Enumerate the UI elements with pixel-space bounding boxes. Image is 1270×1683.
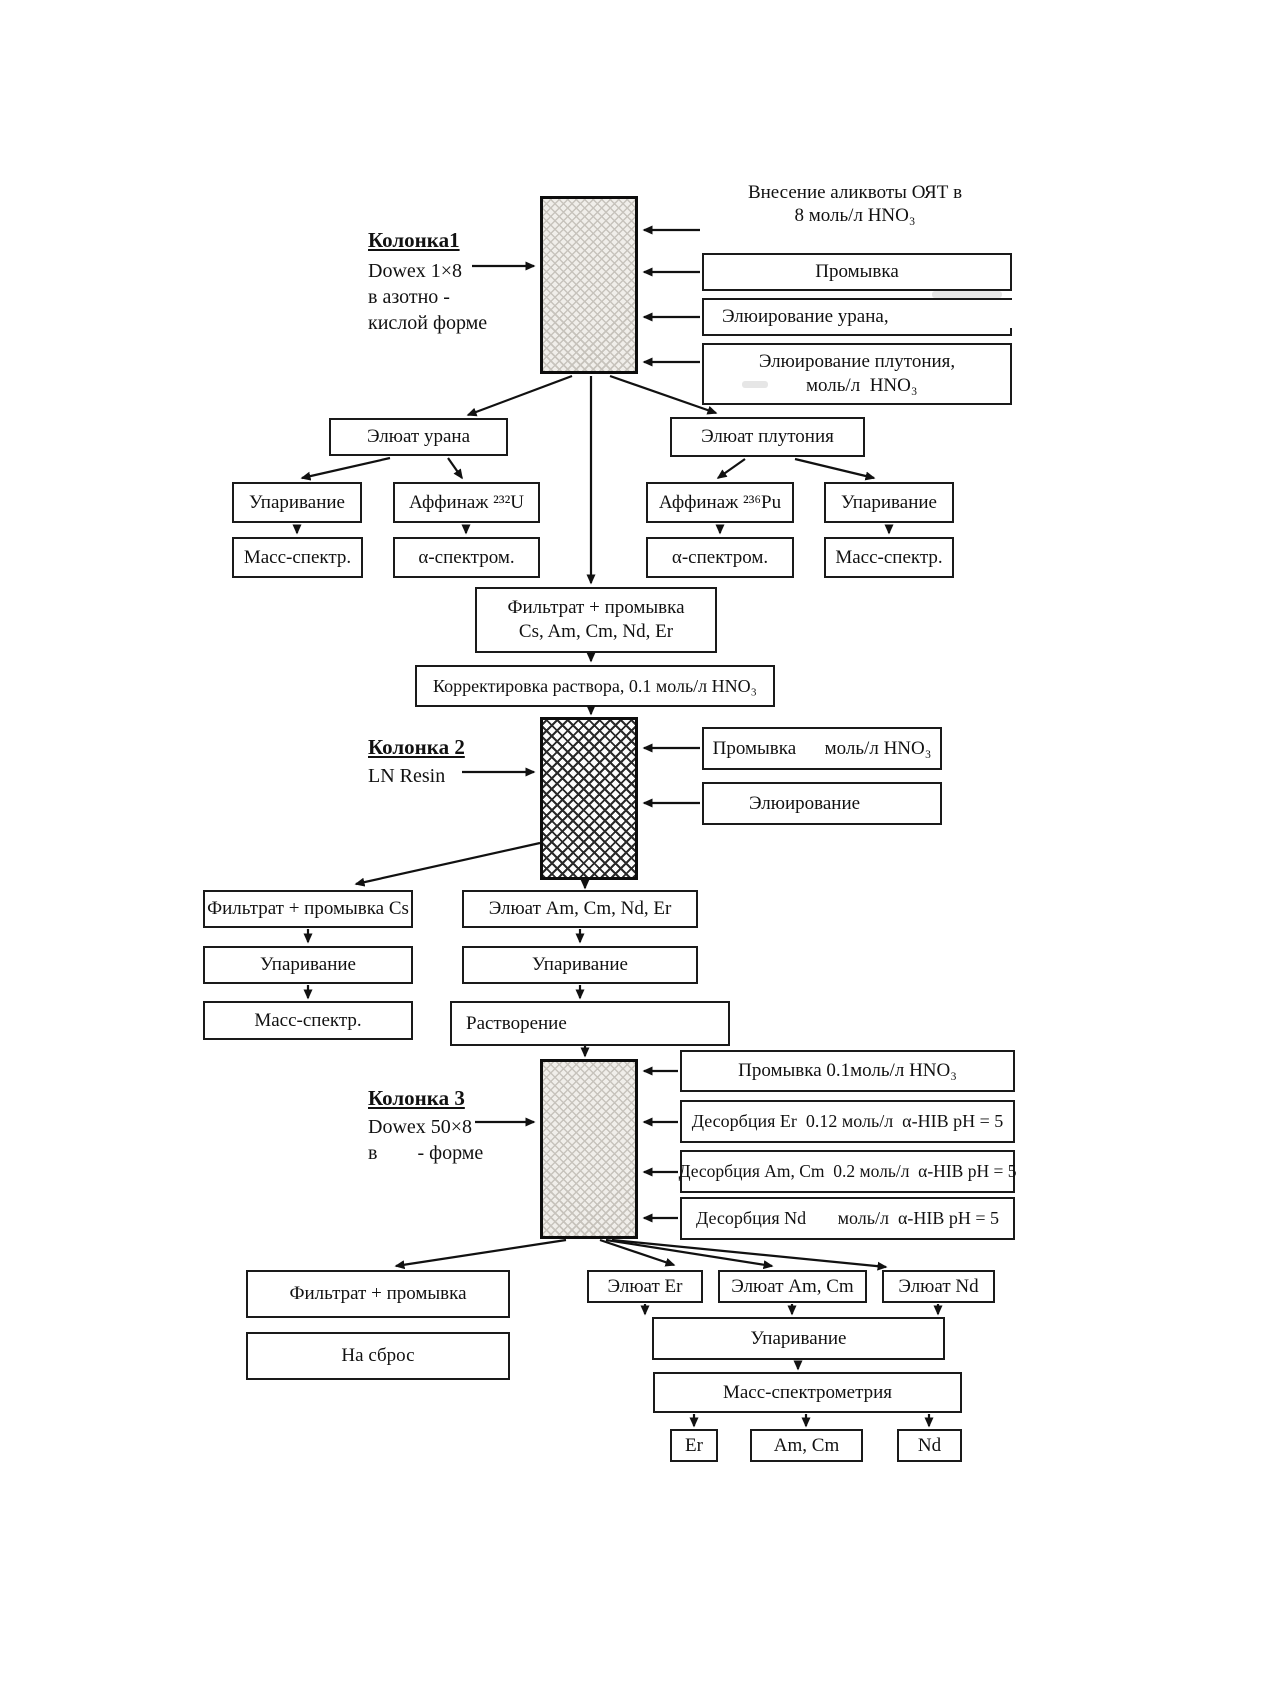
column-3-title: Колонка 3	[368, 1086, 465, 1110]
box-eluate-er: Элюат Er	[587, 1270, 703, 1303]
box-result-nd: Nd	[897, 1429, 962, 1462]
column-2-title: Колонка 2	[368, 735, 465, 759]
box-to-discard: На сброс	[246, 1332, 510, 1380]
box-affinage-pu236: Аффинаж ²³⁶Pu	[646, 482, 794, 523]
box-mass-spectrometry: Масс-спектрометрия	[653, 1372, 962, 1413]
box-result-am-cm: Am, Cm	[750, 1429, 863, 1462]
input-box-elute-plutonium: Элюирование плутония, моль/л HNO₃	[702, 343, 1012, 405]
input-box-elute-uranium: Элюирование урана,	[702, 298, 1012, 336]
input-box-wash-column2: Промывка моль/л HNO₃	[702, 727, 942, 770]
erased-text-smudge-1	[932, 291, 1002, 298]
input-box-desorption-nd: Десорбция Nd моль/л α-HIB pH = 5	[680, 1197, 1015, 1240]
input-box-elution-column2: Элюирование	[702, 782, 942, 825]
box-eluate-am-cm: Элюат Am, Cm	[718, 1270, 867, 1303]
box-mass-spec-cs: Масс-спектр.	[203, 1001, 413, 1040]
column-2-resin-bed	[540, 717, 638, 880]
column-1-title: Колонка1	[368, 228, 460, 252]
column-3-resin-bed	[540, 1059, 638, 1239]
box-evaporation-pu: Упаривание	[824, 482, 954, 523]
feed-note: Внесение аликвоты ОЯТ в 8 моль/л HNO₃	[747, 182, 963, 226]
box-result-er: Er	[670, 1429, 718, 1462]
input-box-desorption-am-cm: Десорбция Am, Cm 0.2 моль/л α-HIB pH = 5	[679, 1150, 1016, 1193]
erasure-patch-border	[1002, 300, 1020, 328]
column-2-resin-description: LN Resin	[368, 765, 446, 787]
box-filtrate-wash-3: Фильтрат + промывка	[246, 1270, 510, 1318]
column-1-resin-description: Dowex 1×8 в азотно - кислой форме	[368, 260, 488, 334]
box-evaporation-3: Упаривание	[652, 1317, 945, 1360]
box-solution-correction: Корректировка раствора, 0.1 моль/л HNO₃	[415, 665, 775, 707]
box-affinage-u232: Аффинаж ²³²U	[393, 482, 540, 523]
column-3-resin-description: Dowex 50×8 в - форме	[368, 1116, 484, 1164]
box-filtrate-wash-cs: Фильтрат + промывка Cs	[203, 890, 413, 928]
box-eluate-nd: Элюат Nd	[882, 1270, 995, 1303]
box-filtrate-wash-1: Фильтрат + промывка Cs, Am, Cm, Nd, Er	[475, 587, 717, 653]
box-eluate-plutonium: Элюат плутония	[670, 417, 865, 457]
box-alpha-spec-pu: α-спектром.	[646, 537, 794, 578]
box-mass-spec-pu: Масс-спектр.	[824, 537, 954, 578]
input-box-wash-column3: Промывка 0.1моль/л HNO₃	[680, 1050, 1015, 1092]
erased-text-smudge-2	[742, 381, 768, 388]
box-dissolution: Растворение	[450, 1001, 730, 1046]
box-evaporation-cs: Упаривание	[203, 946, 413, 984]
input-box-desorption-er: Десорбция Er 0.12 моль/л α-HIB pH = 5	[680, 1100, 1015, 1143]
box-mass-spec-u: Масс-спектр.	[232, 537, 363, 578]
box-evaporation-u: Упаривание	[232, 482, 362, 523]
box-evaporation-amcm: Упаривание	[462, 946, 698, 984]
box-alpha-spec-u: α-спектром.	[393, 537, 540, 578]
box-eluate-uranium: Элюат урана	[329, 418, 508, 456]
input-box-wash-column1: Промывка	[702, 253, 1012, 291]
box-eluate-am-cm-nd-er: Элюат Am, Cm, Nd, Er	[462, 890, 698, 928]
column-1-resin-bed	[540, 196, 638, 374]
